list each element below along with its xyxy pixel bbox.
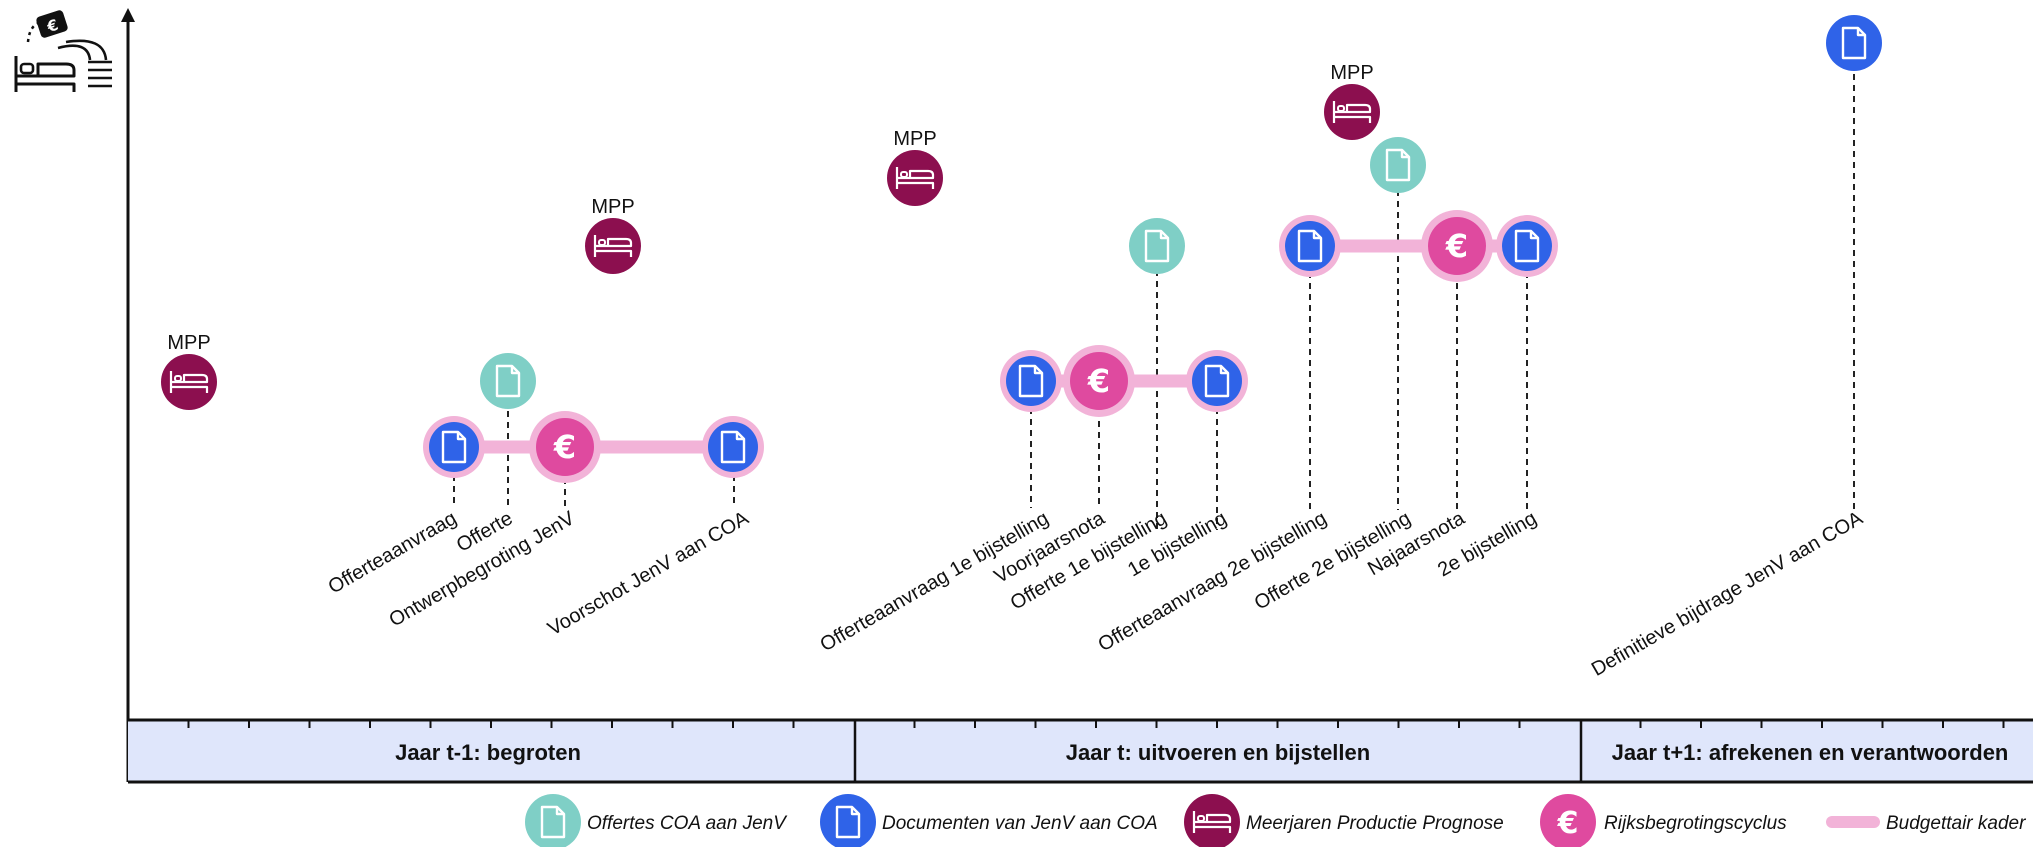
year-label-t: Jaar t: uitvoeren en bijstellen [1066, 740, 1370, 765]
svg-text:€: € [44, 16, 60, 37]
svg-text:MPP: MPP [167, 332, 210, 354]
svg-text:MPP: MPP [893, 128, 936, 150]
event-offerte-2e [1370, 137, 1426, 193]
legend-item-documenten: Documenten van JenV aan COA [820, 794, 1158, 847]
event-ontwerpbegroting: € [529, 411, 601, 483]
legend: Offertes COA aan JenV Documenten van Jen… [525, 794, 2026, 847]
legend-item-rijks: € Rijksbegrotingscyclus [1540, 794, 1787, 847]
event-2e-bijstelling [1496, 215, 1558, 277]
event-offerteaanvraag-2e [1279, 215, 1341, 277]
year-label-t+1: Jaar t+1: afrekenen en verantwoorden [1612, 740, 2009, 765]
event-voorjaarsnota: € [1063, 345, 1135, 417]
legend-item-mpp: Meerjaren Productie Prognose [1184, 794, 1504, 847]
svg-text:Meerjaren Productie Prognose: Meerjaren Productie Prognose [1246, 813, 1504, 834]
mpp-node-2: MPP [585, 196, 641, 274]
svg-text:Documenten van JenV aan COA: Documenten van JenV aan COA [882, 813, 1158, 834]
mpp-node-4: MPP [1324, 62, 1380, 140]
event-voorschot [702, 416, 764, 478]
y-axis-arrow [121, 8, 135, 22]
svg-text:Budgettair kader: Budgettair kader [1886, 813, 2026, 834]
event-offerte-1e [1129, 218, 1185, 274]
bed-with-euro-icon: € [14, 10, 112, 92]
euro-icon: € [553, 428, 576, 466]
event-offerteaanvraag-1e [1000, 350, 1062, 412]
event-offerte [480, 353, 536, 409]
year-label-t-1: Jaar t-1: begroten [395, 740, 581, 765]
mpp-node-1: MPP [161, 332, 217, 410]
euro-icon: € [1557, 806, 1579, 841]
svg-text:MPP: MPP [591, 196, 634, 218]
event-labels: Offerteaanvraag Offerte Ontwerpbegroting… [325, 507, 1867, 681]
legend-item-offertes: Offertes COA aan JenV [525, 794, 788, 847]
svg-text:Offertes COA aan JenV: Offertes COA aan JenV [587, 813, 788, 834]
event-1e-bijstelling [1186, 350, 1248, 412]
legend-item-budget: Budgettair kader [1826, 813, 2026, 834]
label-offerteaanvraag-1e: Offerteaanvraag 1e bijstelling [817, 507, 1053, 656]
euro-icon: € [1087, 362, 1110, 400]
leader-lines [453, 74, 1855, 530]
mpp-node-3: MPP [887, 128, 943, 206]
event-offerteaanvraag [423, 416, 485, 478]
svg-text:Rijksbegrotingscyclus: Rijksbegrotingscyclus [1604, 813, 1787, 834]
svg-text:MPP: MPP [1330, 62, 1373, 84]
event-definitieve-bijdrage [1826, 15, 1882, 71]
budget-bars [447, 239, 1534, 454]
year-bands: Jaar t-1: begroten Jaar t: uitvoeren en … [128, 718, 2033, 784]
euro-icon: € [1445, 227, 1468, 265]
event-najaarsnota: € [1421, 210, 1493, 282]
label-definitieve-bijdrage: Definitieve bijdrage JenV aan COA [1588, 507, 1867, 681]
